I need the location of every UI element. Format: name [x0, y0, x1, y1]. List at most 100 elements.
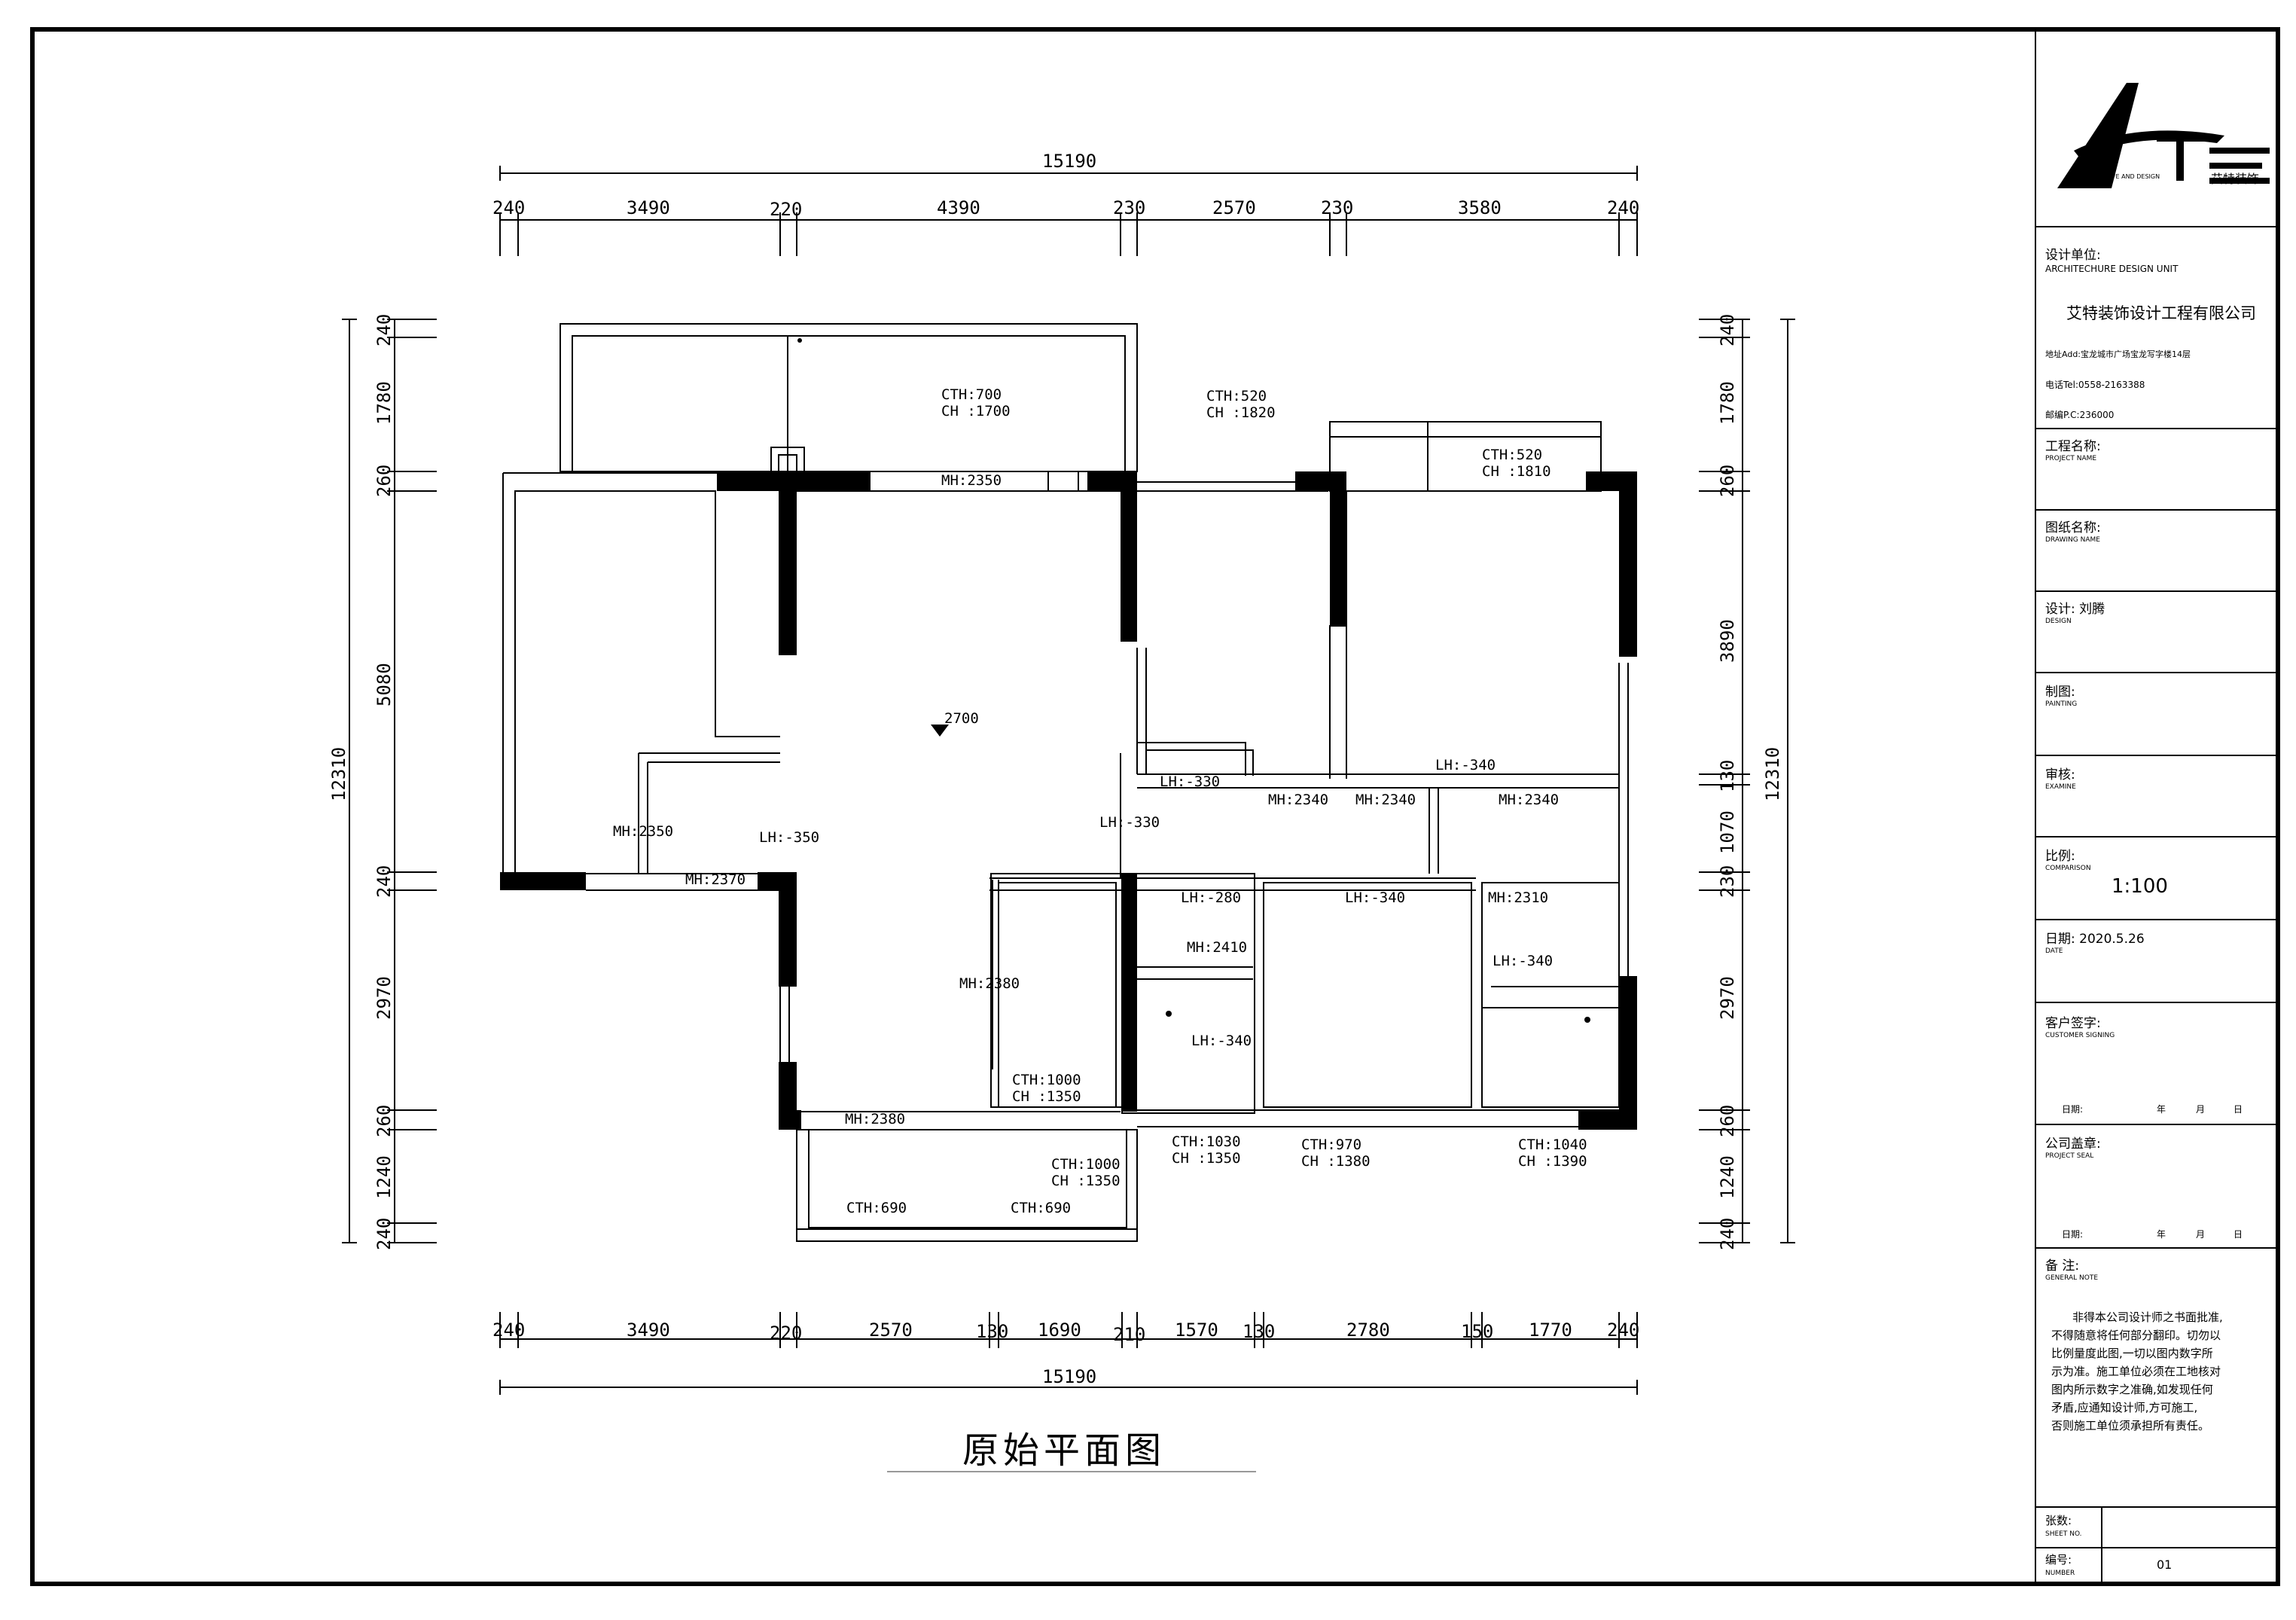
dim-left-1: 240: [374, 314, 395, 346]
label-ch1810: CH :1810: [1482, 463, 1551, 480]
note-line-7: 否则施工单位须承担所有责任。: [2051, 1419, 2210, 1432]
sign-day: 日: [2233, 1104, 2243, 1115]
label-mh2370: MH:2370: [685, 871, 746, 888]
painting-en: PAINTING: [2045, 700, 2078, 708]
seal-year: 年: [2157, 1229, 2166, 1240]
label-mh2380b: MH:2380: [845, 1111, 905, 1127]
number-en: NUMBER: [2045, 1570, 2075, 1577]
customer-row: 客户签字: CUSTOMER SIGNING 日期: 年 月 日: [2036, 1003, 2276, 1125]
note-label: 备 注:: [2045, 1258, 2080, 1274]
label-lh330b: LH:-330: [1099, 814, 1160, 831]
note-line-2: 不得随意将任何部分翻印。切勿以: [2051, 1329, 2221, 1342]
dim-top-3: 220: [770, 199, 802, 220]
dim-right-10: 1240: [1717, 1155, 1738, 1199]
label-ch1700: CH :1700: [941, 403, 1011, 419]
dimension-lines: [342, 166, 1795, 1395]
note-line-6: 矛盾,应通知设计师,方可施工,: [2051, 1401, 2198, 1414]
label-ch1350c: CH :1350: [1051, 1173, 1121, 1189]
note-line-5: 图内所示数字之准确,如发现任何: [2051, 1383, 2213, 1396]
drawing-title: 原始平面图: [962, 1429, 1166, 1472]
dim-left-8: 1240: [374, 1155, 395, 1199]
dim-right-5: 130: [1717, 760, 1738, 792]
date-label: 日期: 2020.5.26: [2045, 932, 2145, 947]
number-row: 编号: NUMBER 01: [2036, 1548, 2276, 1583]
label-ch1350b: CH :1350: [1172, 1150, 1241, 1167]
label-cth690b: CTH:690: [1011, 1200, 1071, 1216]
dim-left-5: 240: [374, 865, 395, 898]
seal-en: PROJECT SEAL: [2045, 1152, 2094, 1160]
logo-row: ATTE LIFE AND DESIGN 艾特装饰: [2036, 30, 2276, 227]
window-hatch: [1047, 471, 1079, 492]
dimension-text-vertical: 12310 240 1780 260 5080 240 2970 260 124…: [328, 314, 1783, 1250]
drain-icon: [1166, 1011, 1172, 1017]
sign-month: 月: [2196, 1104, 2206, 1115]
label-cth700: CTH:700: [941, 386, 1002, 403]
dim-right-1: 240: [1717, 314, 1738, 346]
drawing-name-label: 图纸名称:: [2045, 520, 2101, 535]
date-en: DATE: [2045, 947, 2063, 955]
point-marker-icon: [797, 338, 802, 343]
label-elev2700: 2700: [944, 710, 979, 727]
dim-right-3: 260: [1717, 465, 1738, 497]
note-line-1: 非得本公司设计师之书面批准,: [2072, 1310, 2223, 1324]
dim-left-3: 260: [374, 465, 395, 497]
dim-right-9: 260: [1717, 1105, 1738, 1137]
dim-bottom-8: 1570: [1175, 1319, 1218, 1341]
dim-right-overall: 12310: [1762, 747, 1783, 801]
dim-right-8: 2970: [1717, 976, 1738, 1020]
note-line-4: 示为准。施工单位必须在工地核对: [2051, 1365, 2221, 1378]
dim-bottom-12: 1770: [1529, 1319, 1572, 1341]
dim-left-overall: 12310: [328, 747, 349, 801]
dimension-text: 15190 240 3490 220 4390 230 2570 230 358…: [492, 151, 1639, 1387]
design-unit-row: 设计单位: ARCHITECHURE DESIGN UNIT 艾特装饰设计工程有…: [2036, 227, 2276, 429]
label-mh2310: MH:2310: [1488, 889, 1548, 906]
sheet-label: 张数:: [2045, 1514, 2072, 1527]
dim-bottom-1: 240: [492, 1319, 525, 1341]
scale-label: 比例:: [2045, 849, 2075, 864]
seal-row: 公司盖章: PROJECT SEAL 日期: 年 月 日: [2036, 1125, 2276, 1249]
label-lh340c: LH:-340: [1493, 953, 1553, 969]
seal-label: 公司盖章:: [2045, 1136, 2101, 1152]
project-name-en: PROJECT NAME: [2045, 455, 2097, 462]
label-cth520a: CTH:520: [1206, 388, 1267, 404]
painting-row: 制图: PAINTING: [2036, 673, 2276, 756]
label-lh280: LH:-280: [1181, 889, 1241, 906]
drawing-frame: [30, 27, 2280, 1586]
dim-top-6: 2570: [1212, 197, 1256, 218]
label-mh2380a: MH:2380: [959, 975, 1020, 992]
dim-right-11: 240: [1717, 1218, 1738, 1250]
label-cth1000a: CTH:1000: [1012, 1072, 1081, 1088]
company-tel: 电话Tel:0558-2163388: [2045, 380, 2145, 390]
dim-bottom-7: 210: [1113, 1324, 1145, 1345]
dim-bottom-10: 2780: [1346, 1319, 1390, 1341]
dim-bottom-overall: 15190: [1042, 1366, 1096, 1387]
dim-top-4: 4390: [937, 197, 980, 218]
project-name-row: 工程名称: PROJECT NAME: [2036, 429, 2276, 511]
note-row: 备 注: GENERAL NOTE 非得本公司设计师之书面批准, 不得随意将任何…: [2036, 1249, 2276, 1520]
drain-icon: [1584, 1017, 1590, 1023]
structural-walls: [500, 471, 1637, 1130]
dim-bottom-6: 1690: [1038, 1319, 1081, 1341]
title-underline: [887, 1471, 1256, 1472]
sign-year: 年: [2157, 1104, 2166, 1115]
label-ch1390: CH :1390: [1518, 1153, 1587, 1170]
dim-top-1: 240: [492, 197, 525, 218]
label-cth1000b: CTH:1000: [1051, 1156, 1121, 1173]
project-name-label: 工程名称:: [2045, 439, 2101, 454]
scale-row: 比例: COMPARISON 1:100: [2036, 837, 2276, 920]
seal-month: 月: [2196, 1229, 2206, 1240]
label-mh2340b: MH:2340: [1355, 792, 1416, 808]
logo-subtitle: ATTE LIFE AND DESIGN: [2090, 173, 2160, 180]
customer-label: 客户签字:: [2045, 1016, 2101, 1031]
label-cth1040: CTH:1040: [1518, 1136, 1587, 1153]
label-mh2410: MH:2410: [1187, 939, 1247, 956]
dim-left-6: 2970: [374, 976, 395, 1020]
seal-date: 日期:: [2062, 1229, 2084, 1240]
number-value: 01: [2157, 1557, 2173, 1572]
dim-left-9: 240: [374, 1218, 395, 1250]
label-lh350: LH:-350: [759, 829, 819, 846]
dim-bottom-5: 130: [976, 1321, 1008, 1342]
label-lh340a: LH:-340: [1435, 757, 1496, 773]
dim-top-9: 240: [1607, 197, 1639, 218]
